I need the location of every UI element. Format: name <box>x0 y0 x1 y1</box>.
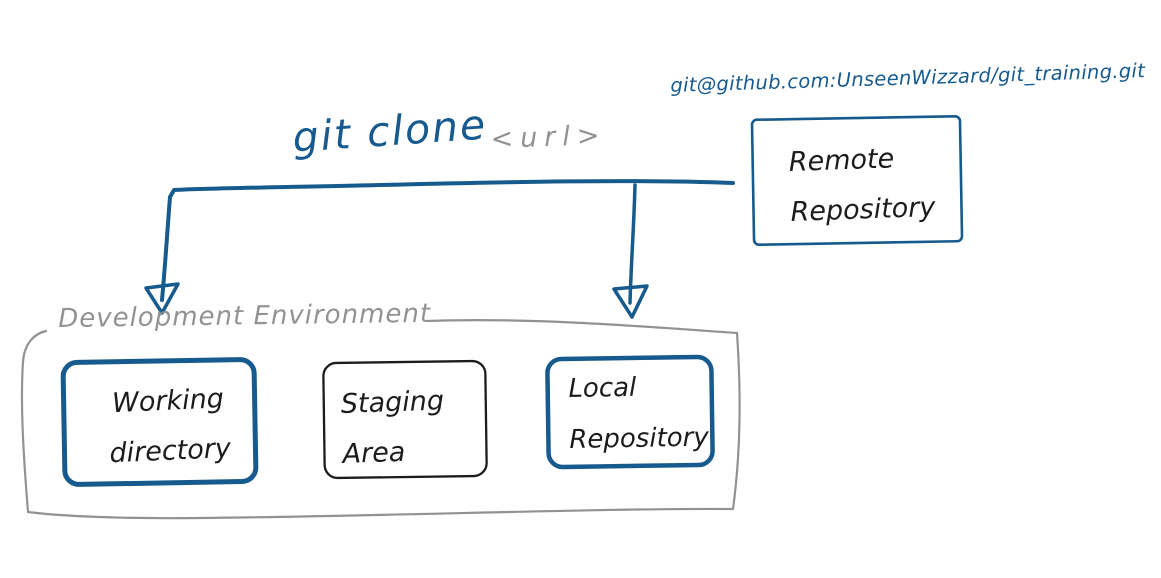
local-repository-label: Local Repository <box>568 362 709 466</box>
development-environment-container <box>20 318 741 520</box>
staging-area-label: Staging Area <box>340 376 447 479</box>
staging-area-label-line2: Area <box>342 436 406 470</box>
right-branch-line <box>628 183 637 305</box>
left-arrowhead-icon <box>144 282 180 315</box>
working-directory-label: Working directory <box>92 373 246 479</box>
remote-repository-label-line2: Repository <box>790 191 936 228</box>
local-repository-label-line1: Local <box>568 372 637 404</box>
working-directory-box <box>60 357 259 487</box>
clone-connector-line <box>160 179 735 302</box>
staging-area-box <box>322 359 488 480</box>
url-argument-label: <url> <box>490 119 607 155</box>
remote-repository-label-line1: Remote <box>788 143 895 178</box>
local-repository-box <box>545 354 715 470</box>
remote-repository-label: Remote Repository <box>788 133 936 238</box>
local-repository-label-line2: Repository <box>569 422 709 455</box>
working-directory-label-line1: Working <box>111 383 225 420</box>
staging-area-label-line1: Staging <box>340 385 445 420</box>
right-arrowhead-icon <box>612 284 649 319</box>
remote-repository-box <box>750 114 964 247</box>
working-directory-label-line2: directory <box>108 432 232 470</box>
development-environment-label: Development Environment <box>58 298 432 334</box>
